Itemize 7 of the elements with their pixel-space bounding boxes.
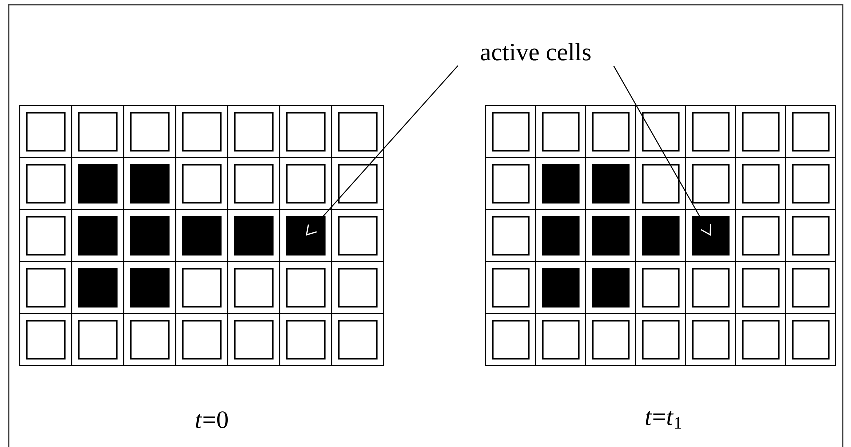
- text-label: active cells: [481, 43, 591, 61]
- active-cell: [286, 216, 326, 256]
- time-label: t=t$_{1}$: [646, 411, 682, 429]
- arrow: [306, 65, 459, 236]
- active-cell: [692, 216, 730, 256]
- time-label: t=0: [196, 412, 228, 428]
- arrow: [613, 65, 712, 236]
